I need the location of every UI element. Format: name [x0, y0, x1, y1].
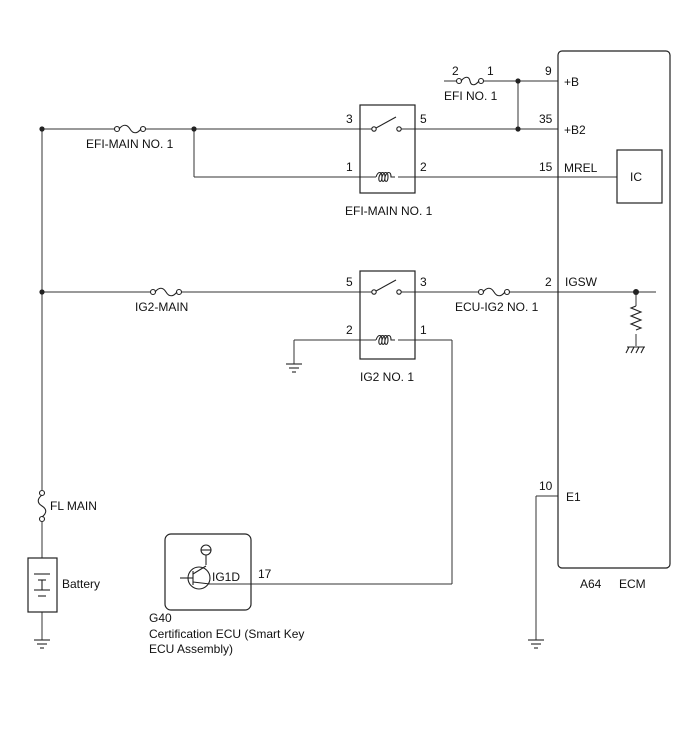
ig2-relay-label: IG2 NO. 1 — [360, 370, 414, 384]
cert-ecu-name-line1: Certification ECU (Smart Key — [149, 627, 304, 641]
ig2-pin-1: 1 — [420, 323, 427, 337]
junction-dot — [515, 78, 521, 84]
junction-dot — [515, 126, 521, 132]
coil-icon — [375, 171, 395, 183]
ecm-label: ECM — [619, 577, 646, 591]
efi-main-relay-label: EFI-MAIN NO. 1 — [345, 204, 433, 218]
fl-main-fuse-label: FL MAIN — [50, 499, 97, 513]
junction-dot — [191, 126, 197, 132]
cert-ecu-terminal: IG1D — [212, 570, 240, 584]
fuse-ecu-ig2-icon — [477, 287, 511, 297]
ecm-pin-2: 2 — [545, 275, 552, 289]
relay-ig2 — [359, 270, 416, 360]
ecm-terminal-plus-b2: +B2 — [564, 123, 586, 137]
ecm-pin-10: 10 — [539, 479, 553, 493]
efi-no1-pin-a: 2 — [452, 64, 459, 78]
ecm-pin-15: 15 — [539, 160, 553, 174]
efi-main-fuse-label: EFI-MAIN NO. 1 — [86, 137, 174, 151]
efi-main-pin-2: 2 — [420, 160, 427, 174]
ecm-terminal-e1: E1 — [566, 490, 581, 504]
ecm-pin-35: 35 — [539, 112, 553, 126]
ground-icon — [528, 639, 544, 649]
ecm-pin-9: 9 — [545, 64, 552, 78]
ground-icon — [286, 363, 302, 373]
chassis-ground-icon — [625, 346, 645, 354]
fuse-symbols — [37, 76, 511, 523]
cert-ecu-pin: 17 — [258, 567, 272, 581]
ig2-pin-3: 3 — [420, 275, 427, 289]
labels: 2 1 EFI NO. 1 EFI-MAIN NO. 1 3 5 1 2 EFI… — [50, 64, 646, 656]
fuse-efi-main-icon — [113, 124, 147, 134]
ic-box — [616, 149, 663, 204]
ecm-terminal-plus-b: +B — [564, 75, 579, 89]
ig2-pin-5: 5 — [346, 275, 353, 289]
junction-dot — [39, 126, 45, 132]
cert-ecu-box — [164, 533, 252, 611]
ig2-main-fuse-label: IG2-MAIN — [135, 300, 188, 314]
relay-efi-main — [359, 104, 416, 194]
transistor-icon — [180, 544, 212, 590]
wires — [41, 80, 656, 640]
efi-no1-label: EFI NO. 1 — [444, 89, 498, 103]
fuse-efi-no1-icon — [455, 76, 485, 86]
battery-label: Battery — [62, 577, 100, 591]
fuse-fl-main-icon — [37, 489, 47, 523]
efi-no1-pin-b: 1 — [487, 64, 494, 78]
ecm-code: A64 — [580, 577, 602, 591]
ecm-box — [557, 50, 671, 569]
ground-icon — [34, 639, 50, 649]
junction-dot — [39, 289, 45, 295]
junctions — [39, 78, 639, 295]
ecm-terminal-igsw: IGSW — [565, 275, 598, 289]
coil-icon — [375, 334, 395, 346]
resistor-icon — [629, 305, 643, 331]
battery-icon — [34, 573, 50, 597]
efi-main-pin-5: 5 — [420, 112, 427, 126]
efi-main-pin-3: 3 — [346, 112, 353, 126]
efi-main-pin-1: 1 — [346, 160, 353, 174]
ic-label: IC — [630, 170, 642, 184]
battery-box — [27, 557, 58, 613]
relay-ig2-box — [359, 270, 416, 360]
relay-efi-main-box — [359, 104, 416, 194]
ig2-pin-2: 2 — [346, 323, 353, 337]
ecm-terminal-mrel: MREL — [564, 161, 598, 175]
fuse-ig2-main-icon — [149, 287, 183, 297]
cert-ecu-name-line2: ECU Assembly) — [149, 642, 233, 656]
ecu-ig2-fuse-label: ECU-IG2 NO. 1 — [455, 300, 539, 314]
junction-dot — [633, 289, 639, 295]
cert-ecu-code: G40 — [149, 611, 172, 625]
